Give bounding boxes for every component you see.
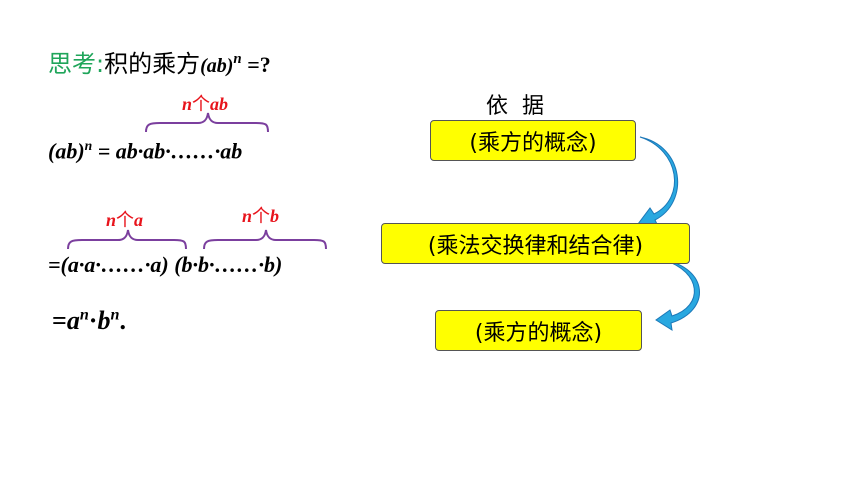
basis-box-3: (乘方的概念) — [435, 310, 642, 351]
row2-part-a: =(a·a·……·a) — [48, 252, 169, 277]
basis-box-2: (乘法交换律和结合律) — [381, 223, 690, 264]
basis-box-1-label: (乘方的概念) — [469, 130, 597, 156]
brace-row1 — [145, 112, 269, 133]
row1-lhs-exp: n — [84, 138, 93, 153]
row2-part-b: (b·b·……·b) — [174, 252, 283, 277]
page-title: 思考:积的乘方(ab)n =? — [48, 44, 271, 79]
arrow-2 — [655, 259, 700, 331]
title-prefix: 思考: — [48, 50, 105, 78]
arrow-1 — [637, 136, 679, 227]
title-tail: =? — [241, 52, 271, 77]
brace-label-row2-a: n个a — [106, 210, 144, 231]
equation-row2: =(a·a·……·a) (b·b·……·b) — [48, 252, 282, 278]
brace-label-row2-b: n个b — [242, 206, 280, 227]
equation-row1: (ab)n = ab·ab·……·ab — [48, 138, 242, 164]
title-base: (ab) — [200, 55, 234, 77]
brace-label-row1: n个ab — [182, 94, 229, 115]
basis-box-2-label: (乘法交换律和结合律) — [427, 233, 644, 259]
title-text: 积的乘方 — [104, 50, 201, 78]
basis-box-3-label: (乘方的概念) — [474, 320, 603, 346]
brace-row2-a — [67, 229, 187, 250]
row1-lhs-base: (ab) — [48, 138, 85, 164]
brace-row2-b — [203, 229, 327, 250]
title-exp: n — [233, 51, 242, 67]
equation-row3: =an·bn. — [52, 306, 126, 335]
basis-heading: 依 据 — [486, 94, 544, 119]
basis-box-1: (乘方的概念) — [430, 120, 636, 161]
row1-rhs: = ab·ab·……·ab — [92, 138, 243, 164]
